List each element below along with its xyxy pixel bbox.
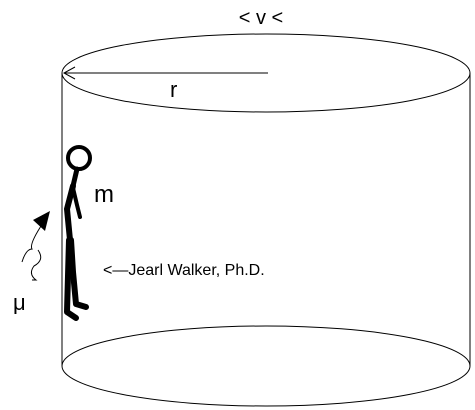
friction-arrow-head [33, 211, 50, 231]
arrow-up-right-icon [21, 211, 50, 281]
friction-arrow-tail [30, 249, 42, 281]
friction-arrow-shaft [21, 222, 44, 263]
friction-label: μ [13, 290, 26, 315]
cylinder-bottom-ellipse [61, 325, 471, 407]
cylinder [61, 33, 471, 407]
person-leg-left [64, 237, 79, 321]
radius-label: r [170, 77, 177, 102]
velocity-label: < v < [239, 7, 283, 29]
person-caption: <—Jearl Walker, Ph.D. [103, 262, 265, 279]
person-torso [64, 183, 76, 243]
radius-indicator [62, 66, 268, 80]
stick-figure-icon [64, 145, 92, 321]
person-leg-right [68, 237, 89, 310]
mass-label: m [94, 181, 114, 208]
radius-arrowhead [62, 66, 76, 80]
person-head [66, 145, 92, 171]
person-arm [71, 186, 82, 219]
